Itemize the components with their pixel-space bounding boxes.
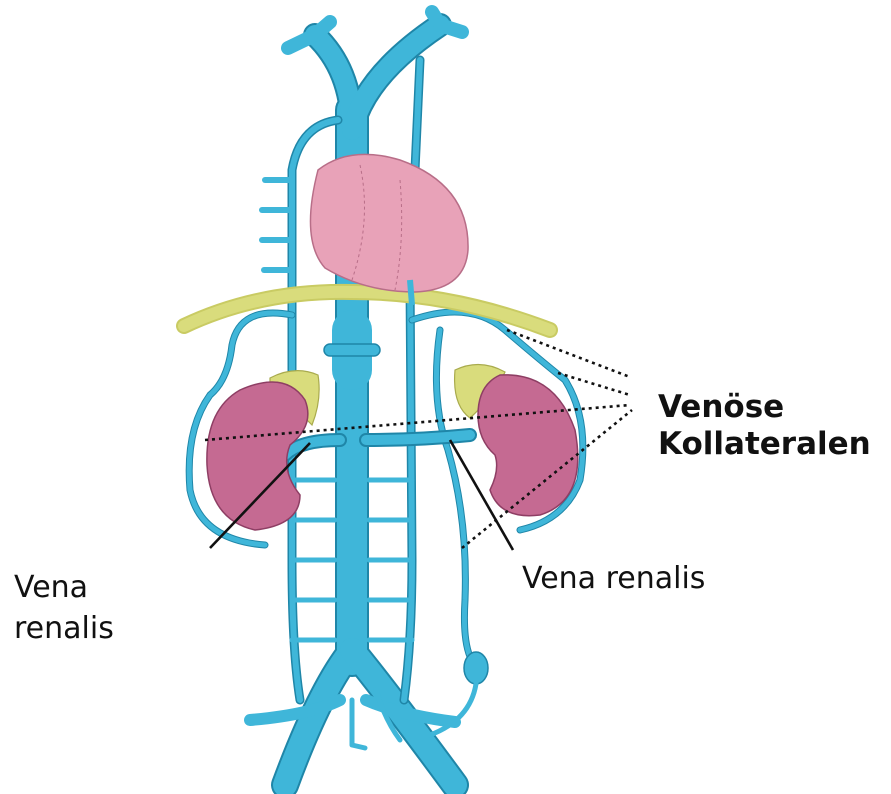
venoese-kollateralen-label: Venöse Kollateralen [658, 389, 871, 462]
vena-renalis-left-label: Vena renalis [14, 570, 114, 653]
vena-renalis-left-line1: Vena [14, 570, 114, 605]
collateral-pointer-1 [507, 330, 630, 377]
vena-renalis-right-label: Vena renalis [522, 561, 705, 596]
vena-renalis-left-line2: renalis [14, 611, 114, 646]
heart [310, 154, 468, 305]
vena-renalis-right-vessel [366, 435, 470, 440]
collaterals-label-line2: Kollateralen [658, 426, 871, 463]
collaterals-label-line1: Venöse [658, 389, 871, 426]
